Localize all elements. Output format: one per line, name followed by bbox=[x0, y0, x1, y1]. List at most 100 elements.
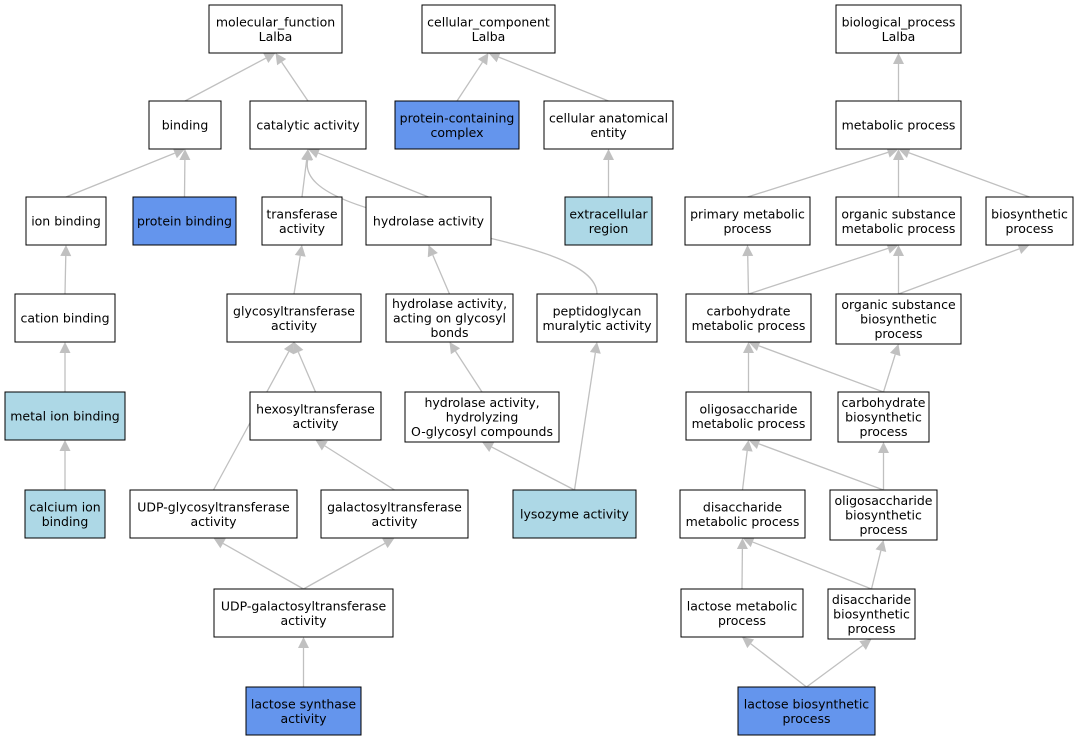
term-label-line: activity bbox=[280, 613, 327, 628]
term-label-line: process bbox=[859, 522, 907, 537]
term-label-line: oligosaccharide bbox=[700, 401, 798, 416]
term-label-line: UDP-glycosyltransferase bbox=[137, 499, 290, 514]
term-node-cationbinding[interactable]: cation binding bbox=[14, 293, 116, 343]
term-node-catalytic[interactable]: catalytic activity bbox=[249, 100, 367, 150]
term-label-line: process bbox=[847, 621, 895, 636]
term-label-line: calcium ion bbox=[29, 499, 100, 514]
term-label-line: hydrolase activity bbox=[373, 214, 485, 229]
edge-dibio-to-dimet bbox=[742, 536, 872, 590]
term-box bbox=[827, 588, 916, 640]
edge-organicbio-to-biosynthetic bbox=[898, 243, 1030, 295]
term-node-proteinbinding[interactable]: protein binding bbox=[132, 196, 237, 246]
term-box bbox=[512, 489, 637, 539]
term-label-line: metabolic process bbox=[686, 514, 800, 529]
edge-line bbox=[491, 446, 575, 491]
term-node-hydrolase[interactable]: hydrolase activity bbox=[365, 196, 492, 246]
term-node-hydroglycosyl[interactable]: hydrolase activity,acting on glycosylbon… bbox=[385, 293, 514, 343]
edge-line bbox=[882, 354, 896, 393]
edge-hydrolase-to-catalytic bbox=[308, 147, 429, 198]
term-label-line: organic substance bbox=[841, 206, 956, 221]
arrowhead-icon bbox=[1017, 243, 1030, 255]
edge-line bbox=[752, 541, 872, 590]
term-label-line: process bbox=[782, 711, 830, 726]
term-label-line: biosynthetic bbox=[833, 607, 910, 622]
term-box bbox=[564, 196, 653, 246]
edge-carbbio-to-organicbio bbox=[882, 344, 901, 393]
term-node-hydroOglyc[interactable]: hydrolase activity,hydrolyzingO-glycosyl… bbox=[404, 391, 560, 443]
arrowhead-icon bbox=[263, 53, 276, 64]
edge-carbmet-to-primarymet bbox=[742, 245, 754, 295]
edge-lactsynth-to-udpgal bbox=[298, 637, 309, 687]
term-label-line: metal ion binding bbox=[10, 409, 120, 424]
term-box bbox=[985, 196, 1074, 246]
edge-line bbox=[741, 450, 748, 491]
edge-organicmet-to-metabolic bbox=[893, 149, 904, 197]
term-box bbox=[837, 391, 930, 443]
edge-line bbox=[898, 248, 1020, 295]
arrowhead-icon bbox=[449, 342, 461, 355]
term-label-line: glycosyltransferase bbox=[233, 303, 355, 318]
term-label-line: process bbox=[859, 424, 907, 439]
edge-pcc-to-cc bbox=[456, 53, 489, 102]
term-node-metabolic[interactable]: metabolic process bbox=[835, 100, 962, 150]
term-label-line: primary metabolic bbox=[690, 206, 805, 221]
term-label-line: catalytic activity bbox=[256, 118, 360, 133]
term-box bbox=[543, 100, 674, 150]
arrowhead-icon bbox=[59, 440, 71, 451]
term-label-line: Lalba bbox=[472, 29, 506, 44]
term-label-line: cation binding bbox=[20, 311, 109, 326]
term-label-line: activity bbox=[371, 514, 418, 529]
arrowhead-icon bbox=[172, 148, 185, 159]
term-node-metalion[interactable]: metal ion binding bbox=[4, 391, 126, 441]
arrowhead-icon bbox=[589, 342, 601, 354]
edge-line bbox=[432, 254, 451, 295]
term-label-line: carbohydrate bbox=[707, 303, 791, 318]
arrowhead-icon bbox=[893, 53, 904, 64]
term-box bbox=[737, 686, 876, 736]
arrowhead-icon bbox=[293, 342, 304, 355]
edge-udpgal-to-galacto bbox=[303, 538, 395, 590]
term-label-line: hydrolase activity, bbox=[424, 395, 539, 410]
term-label-line: activity bbox=[280, 711, 327, 726]
arrowhead-icon bbox=[742, 637, 755, 649]
term-node-lysozyme[interactable]: lysozyme activity bbox=[512, 489, 637, 539]
edge-line bbox=[748, 247, 889, 295]
arrowhead-icon bbox=[859, 639, 872, 650]
term-box bbox=[685, 293, 812, 343]
term-node-ionbinding[interactable]: ion binding bbox=[25, 196, 107, 246]
term-box bbox=[679, 489, 806, 539]
term-node-binding[interactable]: binding bbox=[148, 100, 222, 150]
edge-metabolic-to-bp bbox=[893, 53, 904, 101]
edge-line bbox=[758, 345, 884, 393]
arrowhead-icon bbox=[748, 438, 761, 449]
edge-calcium-to-metalion bbox=[59, 440, 71, 490]
